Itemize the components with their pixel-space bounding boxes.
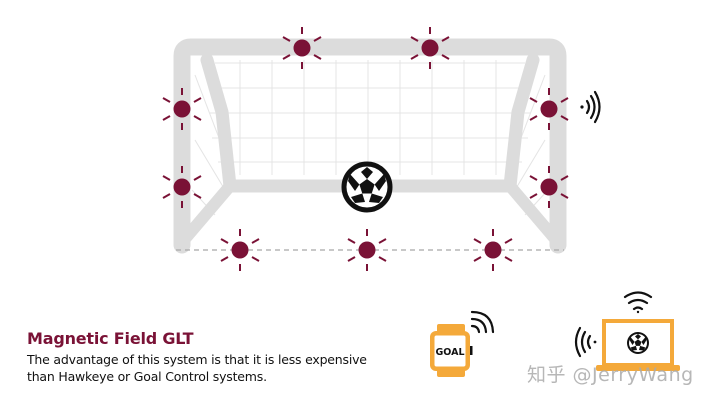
laptop-icon [596, 319, 680, 371]
diagram-title: Magnetic Field GLT [27, 329, 194, 348]
sensor-icon [220, 228, 260, 272]
watch-wifi-icon [470, 310, 495, 334]
laptop-signal-icon [574, 326, 597, 358]
laptop-wifi-icon [623, 291, 653, 314]
sensor-icon [473, 228, 513, 272]
smartwatch-icon: GOAL [430, 324, 473, 377]
signal-waves-icon [580, 90, 601, 124]
diagram-description: The advantage of this system is that it … [27, 352, 367, 384]
soccer-ball-icon [341, 161, 393, 213]
watch-goal-label: GOAL [435, 347, 464, 358]
watermark: 知乎 @JerryWang [527, 364, 694, 386]
laptop-ball-icon [627, 332, 649, 354]
sensor-icon [347, 228, 387, 272]
sensor-icon [162, 165, 202, 209]
goal-frame [173, 38, 567, 254]
sensor-icon [162, 87, 202, 131]
